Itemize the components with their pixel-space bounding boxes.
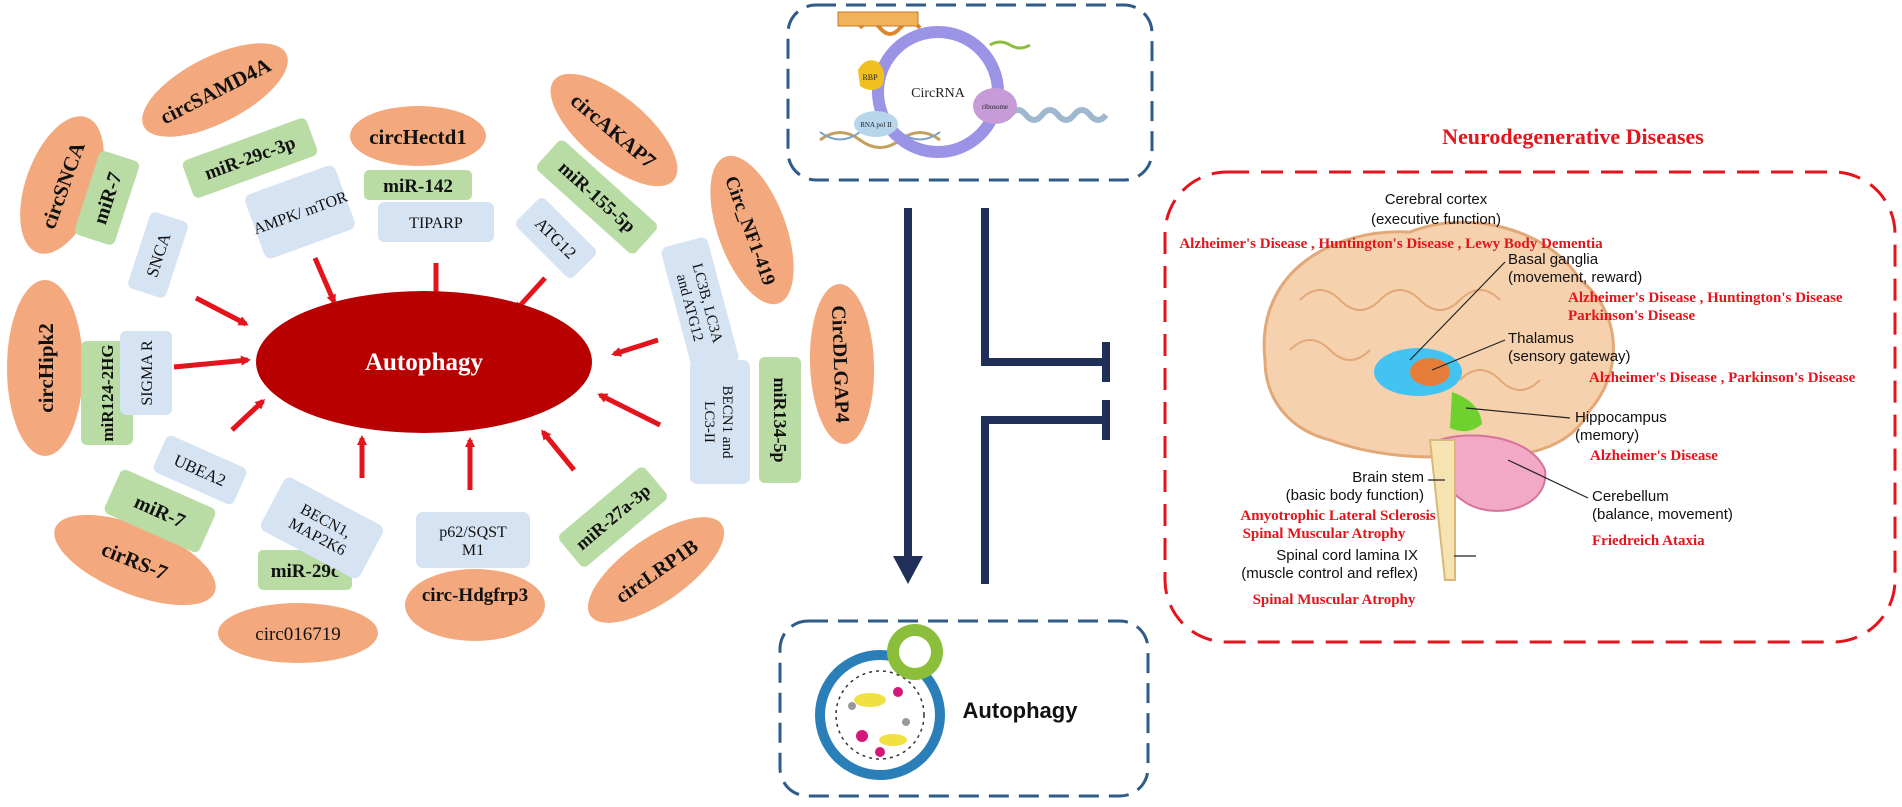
thalamus-shape	[1410, 358, 1450, 386]
ribosome-icon	[973, 88, 1017, 124]
inhibit-line-top	[981, 208, 1106, 366]
region-function: (executive function)	[1371, 211, 1501, 228]
circ-label: circ-Hdgfrp3	[422, 585, 528, 606]
target-box: BECN1 andLC3-II	[690, 360, 750, 484]
target-box: LC3B, LC3Aand ATG12	[661, 237, 739, 373]
arrow	[312, 257, 337, 305]
circ-label: CircDLGAP4	[827, 305, 853, 423]
autophagy-center-label: Autophagy	[365, 349, 484, 376]
arrow	[597, 392, 662, 428]
protein-chain-icon	[1007, 107, 1109, 123]
strand-icon	[989, 40, 1031, 50]
circ-oval: circHipk2	[7, 280, 83, 456]
region-name: Cerebral cortex	[1385, 191, 1488, 208]
dna-strand-icon	[819, 131, 941, 149]
mirna-box: miR-7	[104, 469, 216, 553]
mirna-label: miR134-5p	[770, 378, 790, 463]
target-box: SIGMA R	[120, 331, 172, 415]
neuro-panel: Neurodegenerative Diseases Cerebral cort…	[1163, 124, 1897, 644]
brain-icon	[1262, 220, 1615, 581]
autophagy-box-label: Autophagy	[963, 698, 1079, 723]
mirna-box: miR134-5p	[759, 357, 801, 483]
arrow	[230, 398, 266, 432]
circ-oval: cirRS-7	[54, 514, 216, 606]
circrna-network: circSNCA circSAMD4A circHectd1 circAKAP7…	[7, 43, 875, 663]
target-box: AMPK/ mTOR	[245, 165, 355, 259]
region-disease: Alzheimer's Disease , Huntington's Disea…	[1568, 290, 1843, 306]
rbp-icon	[858, 60, 885, 90]
relation-arrows	[893, 208, 1110, 584]
arrow	[541, 429, 576, 472]
mirna-box: miR-142	[364, 170, 472, 200]
rna-pol-label: RNA pol II	[860, 121, 892, 129]
target-label: BECN1 andLC3-II	[701, 386, 735, 459]
region-name: Brain stem	[1352, 469, 1424, 486]
autophagosome-icon	[815, 624, 945, 780]
region-name: Basal ganglia	[1508, 251, 1599, 268]
region-disease: Alzheimer's Disease , Huntington's Disea…	[1179, 236, 1603, 252]
region-disease: Friedreich Ataxia	[1592, 533, 1705, 549]
target-label: SIGMA R	[139, 340, 156, 406]
region-disease: Spinal Muscular Atrophy	[1253, 592, 1416, 608]
region-disease: Alzheimer's Disease	[1590, 448, 1718, 464]
region-function: (muscle control and reflex)	[1241, 565, 1418, 582]
region-name: Hippocampus	[1575, 409, 1667, 426]
region-function: (basic body function)	[1286, 487, 1424, 504]
rna-block-icon	[837, 11, 919, 27]
region-disease: Amyotrophic Lateral Sclerosis	[1240, 508, 1435, 524]
brainstem-shape	[1428, 439, 1456, 581]
region-name: Cerebellum	[1592, 488, 1669, 505]
region-disease: Spinal Muscular Atrophy	[1243, 526, 1406, 542]
circ-oval: circHectd1	[350, 106, 486, 166]
region-name: Thalamus	[1508, 330, 1574, 347]
rbp-label: RBP	[862, 73, 878, 82]
autophagy-center: Autophagy	[256, 291, 592, 433]
target-label: TIPARP	[409, 215, 463, 232]
arrow	[173, 355, 251, 370]
circ-label: circHectd1	[369, 125, 467, 149]
region-function: (movement, reward)	[1508, 269, 1642, 286]
region-disease: Alzheimer's Disease , Parkinson's Diseas…	[1589, 370, 1856, 386]
target-box: TIPARP	[378, 202, 494, 242]
mirna-label: miR-29c	[271, 561, 340, 582]
mirna-box: miR-7	[74, 151, 140, 245]
region-function: (balance, movement)	[1592, 506, 1733, 523]
arrow	[194, 295, 249, 327]
mirna-label: miR124-2HG	[98, 344, 117, 441]
circ-oval: CircDLGAP4	[809, 284, 875, 444]
region-name: Spinal cord lamina IX	[1276, 547, 1418, 564]
region-disease: Parkinson's Disease	[1568, 308, 1695, 324]
ribosome-label: ribosome	[982, 103, 1008, 111]
circ-label: circHipk2	[34, 323, 58, 412]
autophagy-box: Autophagy	[778, 619, 1150, 798]
region-function: (sensory gateway)	[1508, 348, 1631, 365]
leader-lines	[1409, 261, 1589, 557]
down-arrow-head-icon	[893, 556, 923, 584]
neuro-dashed-frame	[1163, 170, 1897, 644]
rna-pol-icon	[854, 111, 898, 137]
circ-oval: circ016719	[218, 603, 378, 663]
circ-label: circ016719	[255, 624, 340, 645]
hippocampus-shape	[1450, 392, 1482, 432]
target-box: SNCA	[128, 212, 188, 298]
circ-oval: circ-Hdgfrp3	[405, 569, 545, 641]
circrna-box: CircRNA RBP RNA pol II ribosome	[786, 3, 1154, 182]
arrow	[611, 337, 659, 357]
inhibit-line-bottom	[981, 416, 1106, 584]
circrna-label: CircRNA	[911, 86, 966, 101]
mirna-label: miR-142	[383, 176, 453, 197]
neuro-title: Neurodegenerative Diseases	[1442, 124, 1704, 149]
region-function: (memory)	[1575, 427, 1639, 444]
